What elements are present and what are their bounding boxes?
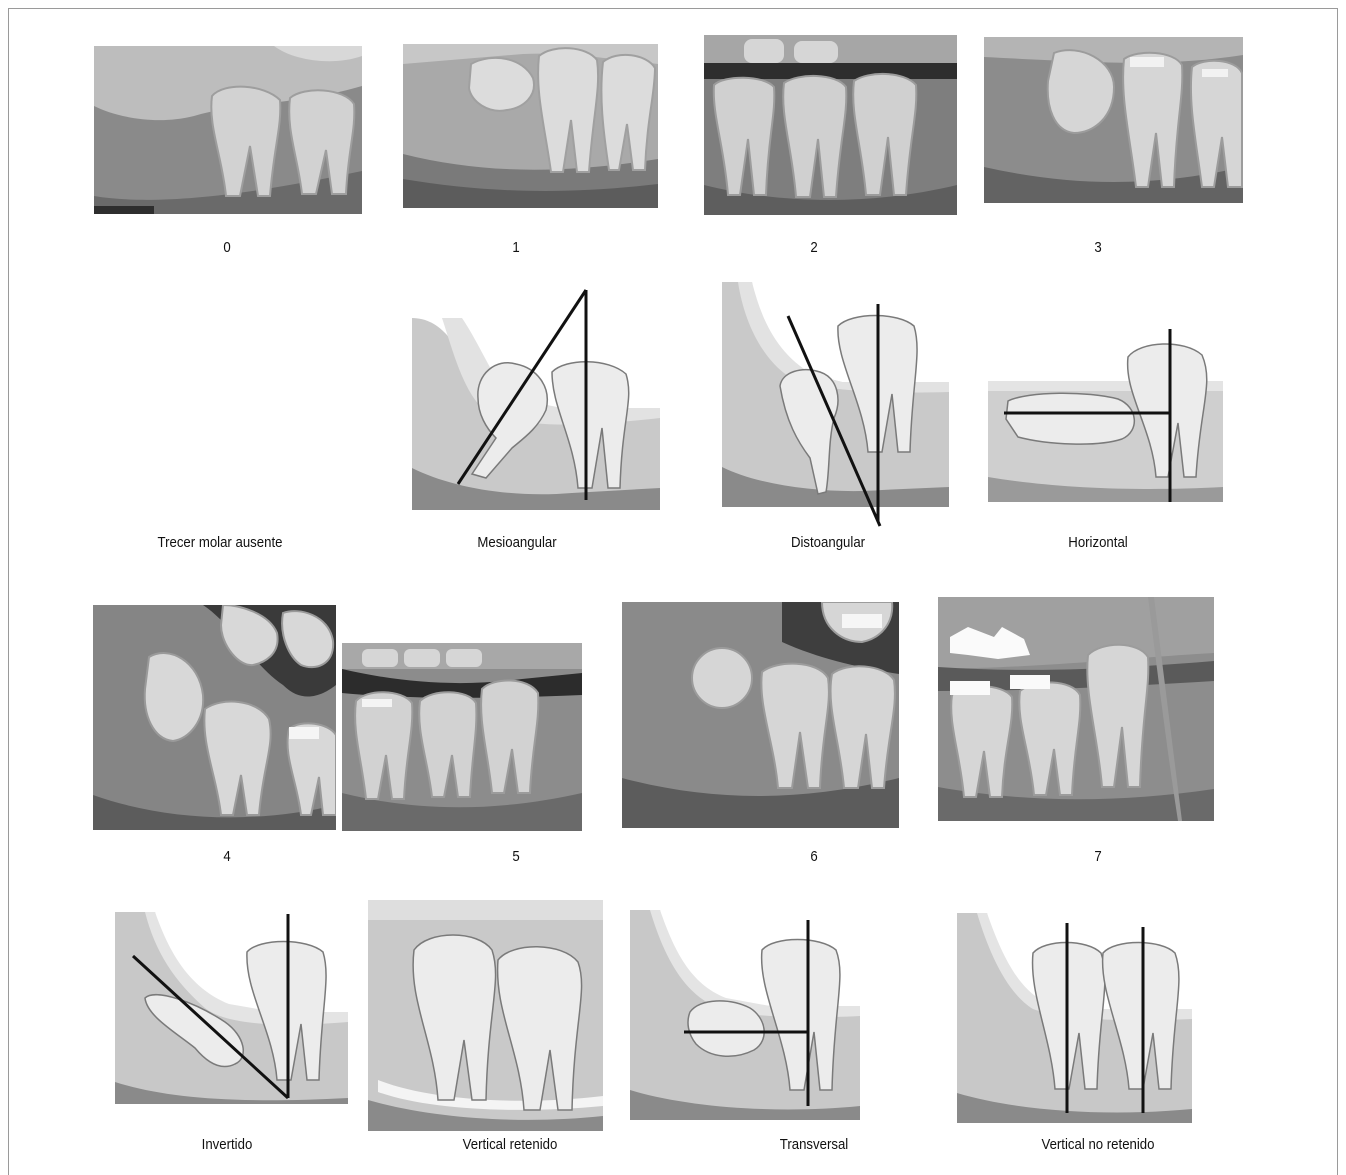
- schematic-distoangular: [722, 282, 949, 528]
- schematic-mesioangular: [412, 288, 660, 510]
- schematic-transversal: [630, 910, 860, 1120]
- radiograph-2: [704, 35, 957, 215]
- radiograph-1: [403, 44, 658, 208]
- schematic-invertido: [115, 912, 348, 1104]
- radiograph-3: [984, 37, 1243, 203]
- label-trecer-molar-ausente: Trecer molar ausente: [114, 534, 325, 551]
- label-invertido: Invertido: [121, 1136, 332, 1153]
- schematic-horizontal: [988, 327, 1223, 502]
- label-distoangular: Distoangular: [722, 534, 933, 551]
- label-2: 2: [708, 239, 919, 256]
- label-vertical-no-retenido: Vertical no retenido: [992, 1136, 1203, 1153]
- label-7: 7: [992, 848, 1203, 865]
- label-6: 6: [708, 848, 919, 865]
- label-4: 4: [121, 848, 332, 865]
- radiograph-4: [93, 605, 336, 830]
- radiograph-5: [342, 643, 582, 831]
- label-0: 0: [121, 239, 332, 256]
- label-3: 3: [992, 239, 1203, 256]
- label-transversal: Transversal: [708, 1136, 919, 1153]
- radiograph-0: [94, 46, 362, 214]
- radiograph-7: [938, 597, 1214, 821]
- label-vertical-retenido: Vertical retenido: [404, 1136, 615, 1153]
- label-mesioangular: Mesioangular: [411, 534, 622, 551]
- label-5: 5: [410, 848, 621, 865]
- radiograph-6: [622, 602, 899, 828]
- label-horizontal: Horizontal: [992, 534, 1203, 551]
- label-1: 1: [410, 239, 621, 256]
- schematic-vertical-retenido: [368, 900, 603, 1131]
- schematic-vertical-no-retenido: [957, 913, 1192, 1123]
